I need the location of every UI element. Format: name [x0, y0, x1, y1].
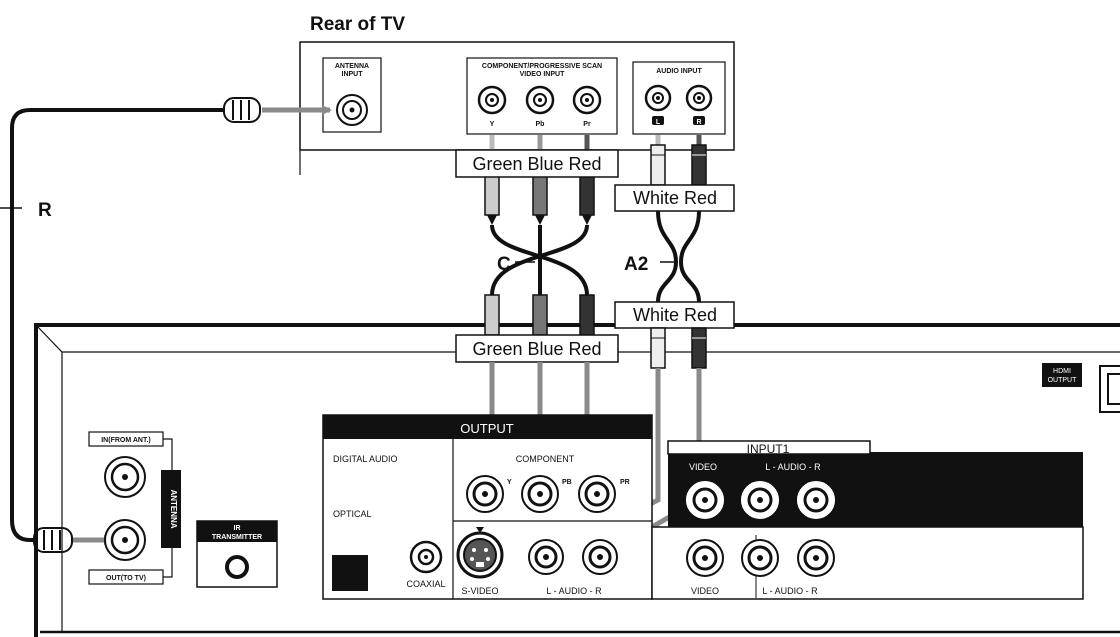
optical-label: OPTICAL — [333, 509, 372, 519]
tv-audio-jack-r[interactable] — [685, 84, 713, 112]
rec-jack-pb[interactable] — [521, 475, 559, 513]
input1-audio-label: L - AUDIO - R — [765, 462, 821, 472]
antenna-cable-label: R — [38, 200, 52, 221]
rec-jack-pr-label: PR — [620, 479, 630, 486]
audio-plugs-bottom — [650, 327, 707, 369]
component-plugs-bottom — [484, 294, 595, 336]
output-header: OUTPUT — [460, 421, 514, 436]
audio-color-text-bottom: White Red — [633, 305, 717, 325]
tv-jack-pr[interactable] — [572, 85, 602, 115]
hdmi-label-1: HDMI — [1053, 368, 1071, 375]
ir-label-1: IR — [234, 525, 241, 532]
ir-label-2: TRANSMITTER — [212, 534, 262, 541]
tv-component-label-2: VIDEO INPUT — [520, 71, 565, 78]
tv-audio-input-label: AUDIO INPUT — [656, 68, 702, 75]
ir-jack[interactable] — [225, 555, 249, 579]
component-color-box-bottom — [455, 334, 619, 363]
tv-audio-r-label: R — [696, 119, 701, 126]
audio-plugs-top — [650, 135, 707, 186]
out-to-tv-label: OUT(TO TV) — [106, 575, 146, 582]
output-section: OUTPUT DIGITAL AUDIO OPTICAL COAXIAL COM… — [322, 414, 653, 600]
input1-video-label: VIDEO — [689, 462, 717, 472]
input2-audio-l-jack[interactable] — [741, 539, 779, 577]
in-from-ant-label: IN(FROM ANT.) — [101, 437, 151, 444]
optical-jack[interactable] — [332, 555, 368, 591]
antenna-cable — [10, 108, 225, 542]
component-label: COMPONENT — [516, 454, 575, 464]
tv-component-label-1: COMPONENT/PROGRESSIVE SCAN — [482, 63, 602, 70]
ir-transmitter: IR TRANSMITTER — [196, 520, 278, 588]
recorder-chassis — [34, 323, 1120, 637]
coaxial-jack[interactable] — [409, 540, 443, 574]
hdmi-output: HDMI OUTPUT — [1042, 363, 1120, 413]
output-audio-label: L - AUDIO - R — [546, 586, 602, 596]
antenna-plug-top — [223, 97, 261, 123]
input2-audio-r-jack[interactable] — [797, 539, 835, 577]
rec-jack-pr[interactable] — [578, 475, 616, 513]
rec-jack-pb-label: PB — [562, 479, 572, 486]
audio-cables — [656, 210, 701, 303]
svideo-label: S-VIDEO — [461, 586, 498, 596]
digital-audio-label: DIGITAL AUDIO — [333, 454, 398, 464]
component-cables — [490, 224, 589, 296]
antenna-vertical-label: ANTENNA — [169, 489, 178, 528]
tv-jack-pb-label: Pb — [536, 121, 545, 128]
tv-jack-y-label: Y — [490, 121, 495, 128]
input1-label: INPUT1 — [747, 442, 790, 456]
rec-audio-out-l[interactable] — [528, 539, 564, 575]
hdmi-port[interactable] — [1099, 365, 1120, 413]
component-color-text-top: Green Blue Red — [472, 154, 601, 174]
audio-color-box-top — [614, 184, 735, 212]
input2-video-jack[interactable] — [686, 539, 724, 577]
tv-jack-y[interactable] — [477, 85, 507, 115]
audio-cable-label: A2 — [624, 254, 648, 275]
tv-audio-jack-l[interactable] — [644, 84, 672, 112]
audio-color-box-bottom — [614, 301, 735, 329]
svideo-jack[interactable] — [456, 527, 504, 579]
tv-audio-l-label: L — [656, 119, 661, 126]
coaxial-label: COAXIAL — [406, 579, 445, 589]
tv-antenna-jack[interactable] — [336, 94, 368, 126]
tv-antenna-input-label-1: ANTENNA — [335, 63, 369, 70]
component-color-box-top — [455, 149, 619, 178]
component-color-text-bottom: Green Blue Red — [472, 339, 601, 359]
rec-jack-y[interactable] — [466, 475, 504, 513]
tv-title: Rear of TV — [310, 14, 405, 35]
antenna-plug-bottom — [33, 527, 73, 553]
rec-audio-out-r[interactable] — [582, 539, 618, 575]
tv-jack-pr-label: Pr — [583, 121, 591, 128]
audio-color-text-top: White Red — [633, 188, 717, 208]
lower-audio-label: L - AUDIO - R — [762, 586, 818, 596]
input1-audio-l-jack[interactable] — [741, 481, 779, 519]
tv-antenna-input-label-2: INPUT — [342, 71, 364, 78]
hdmi-label-2: OUTPUT — [1048, 377, 1078, 384]
recorder-antenna-in-jack[interactable] — [104, 456, 146, 498]
tv-jack-pb[interactable] — [525, 85, 555, 115]
lower-video-label: VIDEO — [691, 586, 719, 596]
input1-video-jack[interactable] — [686, 481, 724, 519]
recorder-antenna-out-jack[interactable] — [104, 519, 146, 561]
rec-jack-y-label: Y — [507, 479, 512, 486]
input1-section: INPUT1 VIDEO L - AUDIO - R VIDEO L - AUD… — [651, 440, 1084, 600]
input1-audio-r-jack[interactable] — [797, 481, 835, 519]
recorder-antenna-section: IN(FROM ANT.) OUT(TO TV) ANTENNA — [88, 431, 181, 585]
component-cable-label: C — [497, 254, 511, 275]
